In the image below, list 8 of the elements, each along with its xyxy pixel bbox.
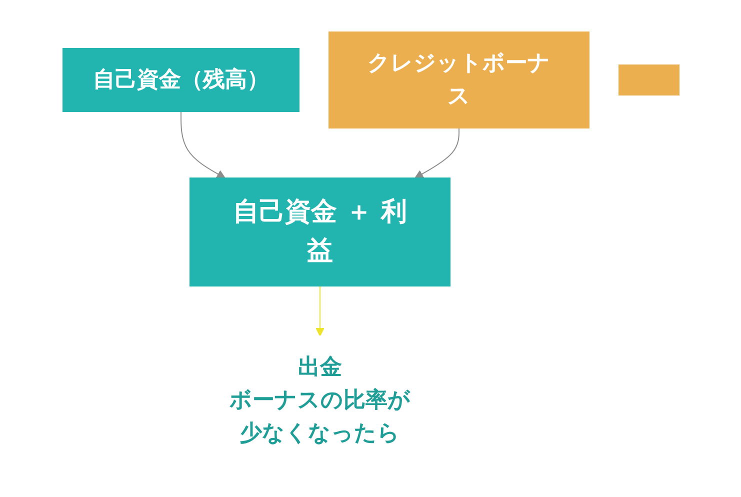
node-box: 自己資金 ＋ 利益 xyxy=(189,178,450,286)
node-box: 自己資金（残高） xyxy=(62,48,299,112)
arrow xyxy=(315,286,324,336)
node-box xyxy=(618,64,679,96)
arrow xyxy=(180,111,225,178)
node-box: クレジットボーナス xyxy=(328,32,589,128)
node-text: 出金 ボーナスの比率が少なくなったら xyxy=(229,355,410,446)
arrow xyxy=(414,128,459,178)
